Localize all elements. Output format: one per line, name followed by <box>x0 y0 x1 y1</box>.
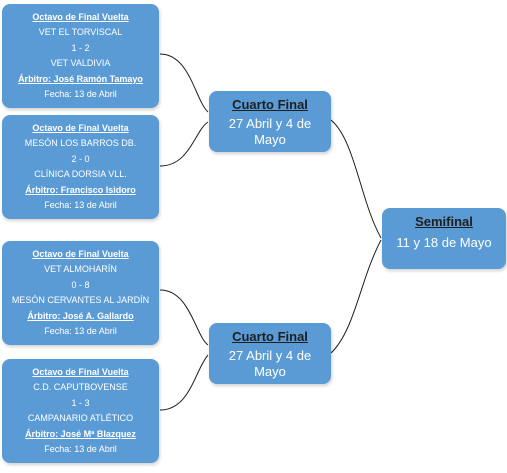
semifinal-date: 11 y 18 de Mayo <box>396 235 492 250</box>
match-away-team: MESÓN CERVANTES AL JARDÍN <box>11 295 150 306</box>
match-home-team: VET EL TORVISCAL <box>38 27 123 38</box>
connector-match-1 <box>159 53 209 113</box>
match-date: Fecha: 13 de Abril <box>44 89 117 100</box>
match-away-team: CLÍNICA DORSIA VLL. <box>34 169 127 180</box>
quarterfinal-card-1: Cuarto Final 27 Abril y 4 de Mayo <box>209 91 331 152</box>
match-stage: Octavo de Final Vuelta <box>32 366 129 377</box>
match-score: 0 - 8 <box>71 279 90 290</box>
connector-match-4 <box>159 354 209 411</box>
match-away-team: VET VALDIVIA <box>50 58 111 69</box>
match-home-team: C.D. CAPUTBOVENSE <box>33 382 128 393</box>
semifinal-card: Semifinal 11 y 18 de Mayo <box>382 208 506 269</box>
quarterfinal-title: Cuarto Final <box>232 329 308 344</box>
match-date: Fecha: 13 de Abril <box>44 326 117 337</box>
quarterfinal-date: 27 Abril y 4 de Mayo <box>228 116 312 147</box>
match-home-team: VET ALMOHARÍN <box>44 264 117 275</box>
semifinal-title: Semifinal <box>415 214 473 229</box>
quarterfinal-card-2: Cuarto Final 27 Abril y 4 de Mayo <box>209 323 331 384</box>
match-referee: Árbitro: José A. Gallardo <box>27 310 134 321</box>
match-score: 1 - 3 <box>71 397 90 408</box>
match-score: 1 - 2 <box>71 42 90 53</box>
match-referee: Árbitro: José Mª Blazquez <box>25 428 136 439</box>
connector-qf-2 <box>330 239 382 354</box>
connector-match-2 <box>159 121 209 167</box>
match-card-4: Octavo de Final Vuelta C.D. CAPUTBOVENSE… <box>2 359 159 463</box>
match-date: Fecha: 13 de Abril <box>44 444 117 455</box>
match-card-1: Octavo de Final Vuelta VET EL TORVISCAL … <box>2 4 159 108</box>
match-stage: Octavo de Final Vuelta <box>32 122 129 133</box>
connector-match-3 <box>159 289 209 346</box>
match-card-2: Octavo de Final Vuelta MESÓN LOS BARROS … <box>2 115 159 219</box>
match-away-team: CAMPANARIO ATLÉTICO <box>27 413 134 424</box>
quarterfinal-title: Cuarto Final <box>232 97 308 112</box>
match-referee: Árbitro: José Ramón Tamayo <box>18 73 143 84</box>
connector-qf-1 <box>330 119 382 239</box>
match-referee: Árbitro: Francisco Isidoro <box>25 184 136 195</box>
match-date: Fecha: 13 de Abril <box>44 200 117 211</box>
match-home-team: MESÓN LOS BARROS DB. <box>24 138 137 149</box>
match-stage: Octavo de Final Vuelta <box>32 248 129 259</box>
match-score: 2 - 0 <box>71 153 90 164</box>
match-stage: Octavo de Final Vuelta <box>32 11 129 22</box>
quarterfinal-date: 27 Abril y 4 de Mayo <box>228 348 312 379</box>
match-card-3: Octavo de Final Vuelta VET ALMOHARÍN 0 -… <box>2 241 159 345</box>
